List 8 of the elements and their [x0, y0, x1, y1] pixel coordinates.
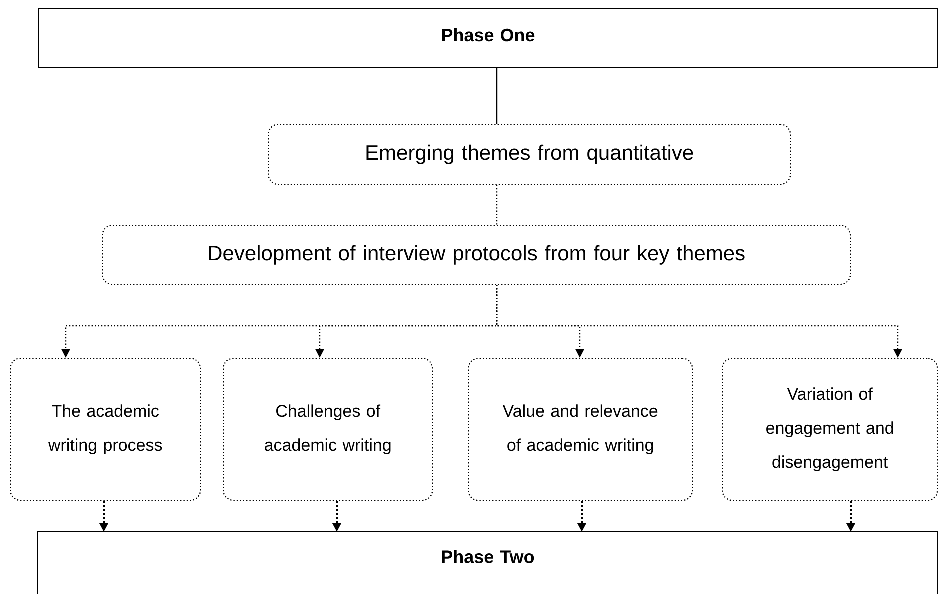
theme-box: Variation of engagement and disengagement: [722, 358, 938, 502]
phase-box: Phase Two: [38, 532, 938, 594]
theme-box: Challenges of academic writing: [223, 358, 434, 502]
theme-box: Value and relevance of academic writing: [468, 358, 694, 502]
theme-box: Emerging themes from quantitative: [268, 124, 792, 186]
theme-box: The academic writing process: [10, 358, 202, 502]
theme-box: Development of interview protocols from four key themes: [102, 225, 852, 286]
phase-box: Phase One: [38, 8, 938, 68]
